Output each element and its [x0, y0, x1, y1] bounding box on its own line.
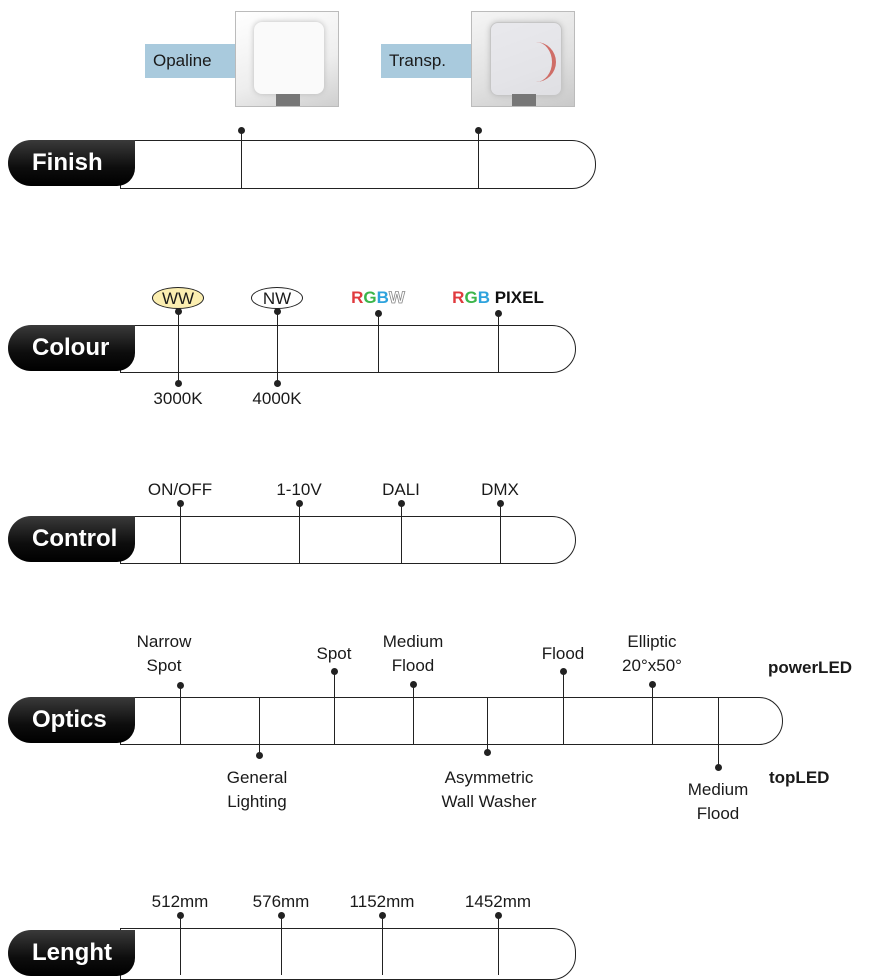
length-dot [379, 912, 386, 919]
finish-dot [238, 127, 245, 134]
optics-dot [715, 764, 722, 771]
colour-option-nw: NW [251, 287, 303, 309]
control-tick [500, 503, 501, 564]
control-tick [401, 503, 402, 564]
optics-dot [484, 749, 491, 756]
colour-dot [274, 308, 281, 315]
colour-ww-temp: 3000K [153, 387, 202, 411]
colour-dot [274, 380, 281, 387]
length-dot [177, 912, 184, 919]
optics-dot [256, 752, 263, 759]
control-option-1-10v: 1-10V [276, 478, 321, 502]
rgbpixel-r: R [452, 288, 464, 307]
optics-tick [652, 684, 653, 745]
colour-dot [175, 308, 182, 315]
length-tick [281, 915, 282, 975]
rgbw-g: G [363, 288, 376, 307]
length-option-576: 576mm [253, 890, 310, 914]
rgbw-r: R [351, 288, 363, 307]
control-dot [296, 500, 303, 507]
length-dot [278, 912, 285, 919]
finish-dot [475, 127, 482, 134]
colour-tick [178, 311, 179, 383]
opaline-product-image [235, 11, 339, 107]
optics-bar [120, 697, 783, 745]
optics-option-flood: Flood [542, 642, 585, 666]
optics-topled-label: topLED [769, 768, 829, 788]
finish-tick [241, 130, 242, 189]
optics-tick [259, 697, 260, 755]
colour-dot [375, 310, 382, 317]
colour-nw-temp: 4000K [252, 387, 301, 411]
colour-option-ww: WW [152, 287, 204, 309]
colour-option-rgbw: RGBW [351, 286, 405, 310]
control-dot [497, 500, 504, 507]
optics-tick [563, 671, 564, 745]
length-option-512: 512mm [152, 890, 209, 914]
control-bar [120, 516, 576, 564]
rgbw-b: B [377, 288, 389, 307]
control-dot [177, 500, 184, 507]
colour-tick [277, 311, 278, 383]
rgbpixel-g: G [464, 288, 477, 307]
colour-dot [495, 310, 502, 317]
length-bar [120, 928, 576, 980]
length-tick [498, 915, 499, 975]
rgbpixel-pixel: PIXEL [495, 288, 544, 307]
finish-tick [478, 130, 479, 189]
optics-tick [718, 697, 719, 767]
rgbw-w: W [389, 288, 405, 307]
optics-tick [334, 671, 335, 745]
finish-option-transparent: Transp. [381, 44, 471, 78]
optics-dot [410, 681, 417, 688]
optics-dot [177, 682, 184, 689]
control-option-dali: DALI [382, 478, 420, 502]
colour-option-rgb-pixel: RGB PIXEL [452, 286, 544, 310]
optics-powerled-label: powerLED [768, 658, 852, 678]
length-tick [180, 915, 181, 975]
optics-dot [649, 681, 656, 688]
length-dot [495, 912, 502, 919]
control-tick [299, 503, 300, 564]
transparent-product-image [471, 11, 575, 107]
optics-title: Optics [8, 697, 135, 743]
optics-tick [180, 685, 181, 745]
optics-dot [560, 668, 567, 675]
finish-option-opaline: Opaline [145, 44, 235, 78]
length-title: Lenght [8, 930, 135, 976]
optics-dot [331, 668, 338, 675]
control-dot [398, 500, 405, 507]
length-tick [382, 915, 383, 975]
colour-title: Colour [8, 325, 135, 371]
colour-bar [120, 325, 576, 373]
control-option-onoff: ON/OFF [148, 478, 212, 502]
optics-tick [413, 684, 414, 745]
rgbpixel-b: B [478, 288, 490, 307]
control-option-dmx: DMX [481, 478, 519, 502]
control-title: Control [8, 516, 135, 562]
optics-option-spot: Spot [317, 642, 352, 666]
control-tick [180, 503, 181, 564]
colour-tick [498, 313, 499, 373]
length-option-1152: 1152mm [350, 890, 415, 914]
colour-tick [378, 313, 379, 373]
finish-bar [120, 140, 596, 189]
colour-dot [175, 380, 182, 387]
finish-title: Finish [8, 140, 135, 186]
optics-tick [487, 697, 488, 752]
length-option-1452: 1452mm [465, 890, 531, 914]
